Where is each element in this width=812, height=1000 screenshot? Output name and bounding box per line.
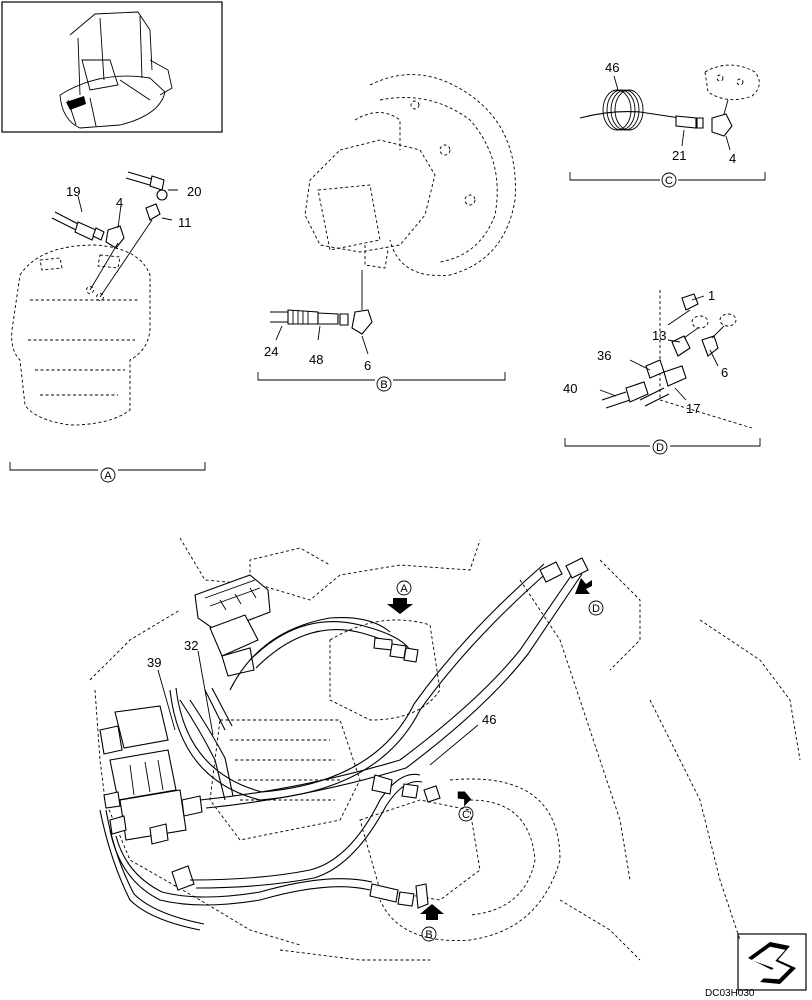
- pointer-d-letter: D: [592, 603, 600, 615]
- view-c-marker: [661, 172, 677, 188]
- pointer-c-letter: C: [462, 809, 470, 821]
- pointer-arrow-a: [387, 598, 413, 614]
- pointer-d-marker: [588, 600, 604, 616]
- view-a-letter: A: [104, 470, 112, 482]
- callout-24: 24: [264, 344, 278, 359]
- view-d-marker: [652, 439, 668, 455]
- pointer-arrow-d: [575, 578, 592, 594]
- view-c-letter: C: [665, 175, 673, 187]
- view-c: 46 21 4 C: [569, 60, 766, 188]
- direction-arrow-icon: [737, 933, 807, 991]
- callout-39: 39: [147, 655, 161, 670]
- pointer-arrow-c: [457, 791, 472, 807]
- callout-36: 36: [597, 348, 611, 363]
- view-b-marker: [376, 376, 392, 392]
- callout-40: 40: [563, 381, 577, 396]
- callout-11: 11: [178, 215, 192, 230]
- main-assembly: A D C B 39 32 46: [89, 537, 801, 961]
- callout-32: 32: [184, 638, 198, 653]
- callout-19: 19: [66, 184, 80, 199]
- pointer-a-letter: A: [400, 583, 408, 595]
- callout-6: 6: [721, 365, 728, 380]
- callout-20: 20: [187, 184, 201, 199]
- callout-1: 1: [708, 288, 715, 303]
- view-a: 19 4 20 11 A: [9, 171, 206, 483]
- pointer-c-marker: [458, 806, 474, 822]
- callout-46: 46: [605, 60, 619, 75]
- view-b: 24 48 6 B: [257, 74, 516, 392]
- pointer-a-marker: [396, 580, 412, 596]
- callout-48: 48: [309, 352, 323, 367]
- pointer-b-marker: [421, 926, 437, 942]
- callout-46: 46: [482, 712, 496, 727]
- drawing-code: DC03H030: [705, 988, 755, 999]
- view-d: 1 13 36 6 40 17 D: [563, 288, 761, 455]
- pointer-arrow-b: [420, 904, 444, 920]
- machine-thumbnail: [1, 1, 223, 133]
- view-d-letter: D: [656, 442, 664, 454]
- callout-4: 4: [116, 195, 123, 210]
- callout-13: 13: [652, 328, 666, 343]
- view-b-letter: B: [380, 379, 387, 391]
- callout-21: 21: [672, 148, 686, 163]
- view-a-marker: [100, 467, 116, 483]
- callout-6: 6: [364, 358, 371, 373]
- callout-4: 4: [729, 151, 736, 166]
- callout-17: 17: [686, 401, 700, 416]
- pointer-b-letter: B: [425, 929, 432, 941]
